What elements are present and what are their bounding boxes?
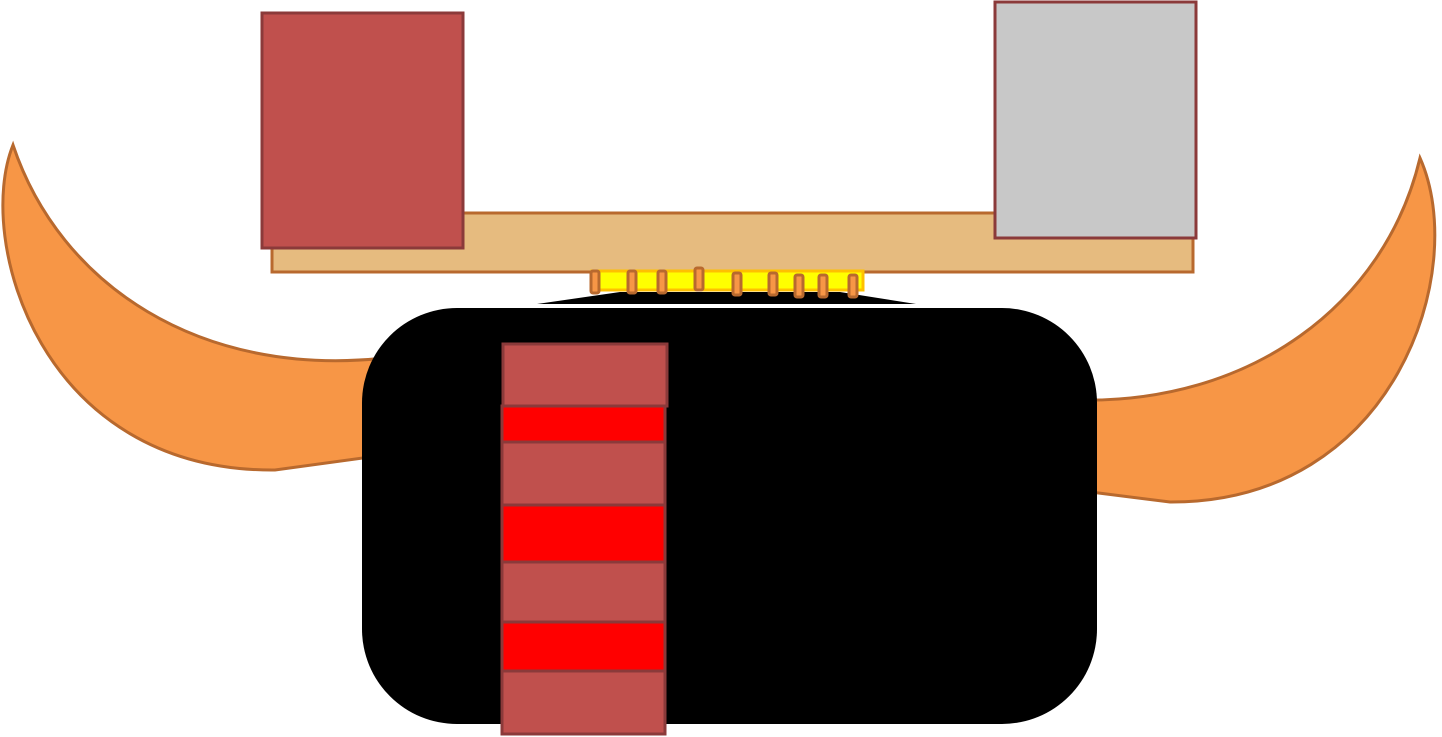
tooth — [847, 273, 859, 299]
tooth — [793, 273, 805, 299]
tooth — [589, 269, 601, 295]
right-gray-block — [993, 0, 1198, 240]
tooth — [817, 273, 829, 299]
left-brown-block — [260, 11, 465, 250]
left-horn — [1, 140, 387, 472]
brown-segment — [501, 342, 669, 408]
red-band — [500, 620, 667, 673]
segment-stack — [500, 342, 669, 736]
tooth — [767, 271, 779, 297]
brown-segment — [500, 440, 667, 507]
tooth — [731, 271, 743, 297]
tooth — [626, 269, 638, 295]
right-horn — [1073, 153, 1437, 504]
brown-segment — [500, 669, 667, 736]
tooth — [693, 266, 705, 292]
teeth-group — [589, 266, 859, 299]
red-band — [500, 404, 667, 444]
red-band — [500, 503, 667, 564]
tooth — [656, 269, 668, 295]
brown-segment — [500, 560, 667, 624]
black-body — [362, 308, 1097, 724]
